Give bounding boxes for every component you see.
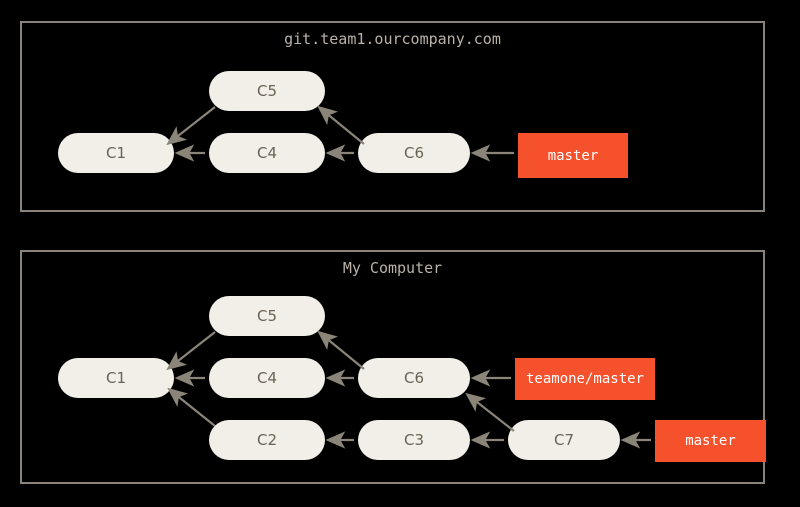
branch-label-text: master (547, 147, 599, 164)
commit-label: C5 (256, 82, 278, 100)
commit-label: C7 (553, 431, 575, 449)
panel-my-computer (20, 250, 765, 484)
commit-label: C1 (105, 369, 127, 387)
panel-title-remote-server: git.team1.ourcompany.com (284, 30, 501, 48)
commit-label: C5 (256, 307, 278, 325)
commit-node-c4-local: C4 (209, 358, 325, 398)
commit-label: C6 (403, 144, 425, 162)
branch-label-master-remote: master (518, 133, 628, 178)
commit-label: C1 (105, 144, 127, 162)
commit-node-c6-local: C6 (358, 358, 470, 398)
commit-label: C4 (256, 144, 278, 162)
branch-label-text: master (685, 433, 736, 449)
commit-node-c3-local: C3 (358, 420, 470, 460)
commit-node-c1: C1 (58, 133, 174, 173)
panel-title-my-computer: My Computer (342, 259, 443, 277)
branch-label-teamone-master: teamone/master (515, 358, 655, 400)
commit-node-c6: C6 (358, 133, 470, 173)
panel-remote-server (20, 21, 765, 212)
commit-node-c1-local: C1 (58, 358, 174, 398)
commit-label: C4 (256, 369, 278, 387)
branch-label-master-local: master (655, 420, 766, 462)
commit-node-c4: C4 (209, 133, 325, 173)
commit-node-c5: C5 (209, 71, 325, 111)
commit-label: C3 (403, 431, 425, 449)
branch-label-text: teamone/master (525, 371, 644, 387)
commit-label: C2 (256, 431, 278, 449)
commit-node-c2-local: C2 (209, 420, 325, 460)
commit-node-c7-local: C7 (508, 420, 620, 460)
commit-label: C6 (403, 369, 425, 387)
commit-node-c5-local: C5 (209, 296, 325, 336)
